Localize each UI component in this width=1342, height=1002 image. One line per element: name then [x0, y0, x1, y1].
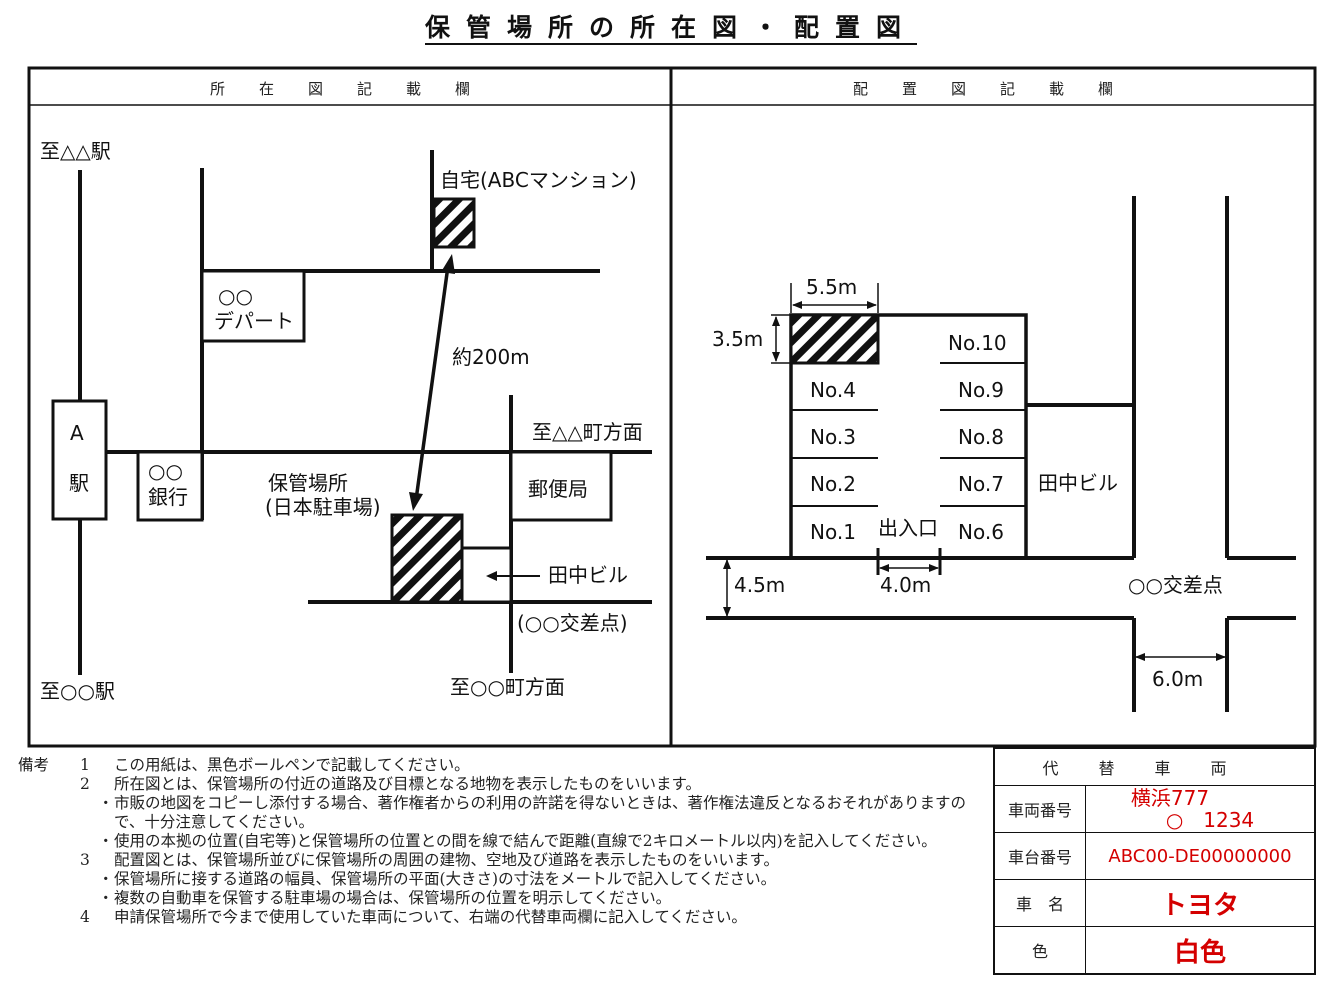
note-item: 備考 1 この用紙は、黒色ボールペンで記載してください。: [18, 756, 470, 774]
label-to-town-right: 至△△町方面: [532, 420, 643, 444]
color-label: 色: [993, 926, 1086, 975]
label-tanaka-left: 田中ビル: [548, 563, 628, 587]
slot-dividers: [791, 362, 1026, 507]
reserved-slot-marker: [789, 313, 880, 365]
label-bank2: 銀行: [148, 485, 188, 509]
notes-section: 備考 1 この用紙は、黒色ボールペンで記載してください。 2 所在図とは、保管場…: [18, 756, 990, 927]
label-parking1: 保管場所: [268, 471, 348, 495]
label-road-width: 4.5m: [734, 573, 785, 597]
left-panel-header: 所在図記載欄: [210, 80, 504, 98]
parking-lot: [789, 313, 1028, 558]
note-bullet: ・ 使用の本拠の位置(自宅等)と保管場所の位置との間を線で結んで距離(直線で2キ…: [98, 832, 937, 850]
label-to-town-bottom: 至○○町方面: [450, 675, 565, 699]
label-height-left: 3.5m: [712, 327, 763, 351]
page-title: 保管場所の所在図・配置図: [0, 8, 1342, 45]
left-map-roads: [78, 150, 652, 675]
slot-no7: No.7: [958, 472, 1004, 496]
chassis-number-label: 車台番号: [993, 832, 1086, 880]
slot-no3: No.3: [810, 425, 856, 449]
dimension-lines: [723, 283, 1226, 661]
label-to-station-bottom: 至○○駅: [40, 679, 115, 703]
label-distance: 約200m: [452, 345, 530, 369]
label-intersection-left: (○○交差点): [517, 611, 628, 635]
right-map-roads: [706, 196, 1296, 712]
notes-label: 備考: [18, 756, 50, 774]
car-name-label: 車 名: [993, 879, 1086, 927]
tanaka-arrow: [486, 571, 540, 581]
station-a: [51, 399, 108, 521]
label-to-station-top: 至△△駅: [40, 139, 111, 163]
note-bullet: ・ 市販の地図をコピーし添付する場合、著作権者からの利用の許諾を得ないときは、著…: [98, 794, 967, 831]
label-tanaka-right: 田中ビル: [1038, 471, 1118, 495]
home-marker: [432, 197, 476, 249]
label-side-road-width: 6.0m: [1152, 667, 1203, 691]
bank: [136, 450, 204, 522]
note-bullet: ・ 複数の自動車を保管する駐車場の場合は、保管場所の位置を明示してください。: [98, 889, 672, 907]
label-home: 自宅(ABCマンション): [440, 168, 637, 192]
slot-no4: No.4: [810, 378, 856, 402]
vehicle-number-line2: ○ 1234: [1165, 808, 1255, 832]
post-office: [509, 450, 613, 522]
label-intersection-right: ○○交差点: [1128, 573, 1223, 597]
note-bullet: ・ 保管場所に接する道路の幅員、保管場所の平面(大きさ)の寸法をメートルで記入し…: [98, 870, 777, 888]
vehicle-number-line1: 横浜777: [1130, 786, 1210, 810]
slot-no2: No.2: [810, 472, 856, 496]
label-dept2: デパート: [214, 309, 294, 333]
slot-no1: No.1: [810, 520, 856, 544]
color-value: 白色: [1085, 926, 1316, 975]
label-station-a: A: [70, 421, 84, 445]
substitute-vehicle-header: 代替車両: [993, 747, 1316, 786]
label-entrance: 出入口: [878, 516, 938, 540]
right-panel-header: 配置図記載欄: [853, 80, 1147, 98]
slot-no9: No.9: [958, 378, 1004, 402]
substitute-vehicle-table: 代替車両 車両番号 横浜777 ○ 1234 車台番号 ABC00-DE0000…: [993, 747, 1316, 975]
slot-no10: No.10: [948, 331, 1007, 355]
chassis-number-value: ABC00-DE00000000: [1085, 832, 1316, 880]
label-station-eki: 駅: [69, 471, 89, 495]
car-name-value: トヨタ: [1085, 879, 1316, 927]
vehicle-number-label: 車両番号: [993, 785, 1086, 833]
vehicle-number-value: 横浜777 ○ 1234: [1085, 785, 1316, 833]
distance-arrow: [409, 254, 455, 511]
parking-marker: [390, 513, 464, 604]
note-item: 3 配置図とは、保管場所並びに保管場所の周囲の建物、空地及び道路を表示したものを…: [80, 851, 779, 869]
label-dept1: ○○: [218, 284, 253, 308]
label-post-office: 郵便局: [528, 477, 588, 501]
note-item: 4 申請保管場所で今まで使用していた車両について、右端の代替車両欄に記入してくだ…: [80, 908, 747, 926]
department-store: [200, 269, 306, 343]
label-parking2: (日本駐車場): [265, 495, 381, 519]
label-bank1: ○○: [148, 459, 183, 483]
note-item: 2 所在図とは、保管場所の付近の道路及び目標となる地物を表示したものをいいます。: [80, 775, 701, 793]
label-entrance-width: 4.0m: [880, 573, 931, 597]
label-width-top: 5.5m: [806, 275, 857, 299]
slot-no8: No.8: [958, 425, 1004, 449]
slot-no6: No.6: [958, 520, 1004, 544]
